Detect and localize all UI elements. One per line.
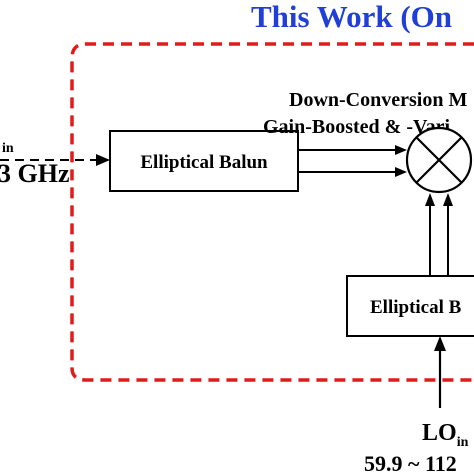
lo-elliptical-balun-box — [346, 275, 474, 337]
mixer-label-line2: Gain-Boosted & -Vari — [263, 116, 450, 138]
balun-to-mixer-arrowhead-bottom — [395, 167, 407, 177]
rf-elliptical-balun-box — [109, 130, 299, 192]
lo-input-frequency: 59.9 ~ 112 — [364, 451, 457, 474]
lo-input-label: LOin — [422, 420, 469, 450]
lo-to-mixer-arrowhead-left — [425, 193, 435, 206]
rf-elliptical-balun-label: Elliptical Balun — [140, 152, 268, 173]
rf-input-subscript: in — [2, 141, 14, 156]
this-work-boundary — [70, 42, 474, 382]
balun-to-mixer-arrowhead-top — [395, 145, 407, 155]
rf-input-arrowhead — [96, 154, 110, 166]
mixer-cross-line-2 — [415, 136, 463, 184]
lo-input-arrowhead — [434, 336, 446, 351]
lo-elliptical-balun-label: Elliptical B — [370, 297, 462, 318]
rf-input-frequency: 3 GHz — [0, 159, 70, 188]
diagram-title: This Work (On — [251, 0, 452, 34]
mixer-label-line1: Down-Conversion M — [289, 89, 467, 111]
lo-to-mixer-arrowhead-right — [443, 193, 453, 206]
